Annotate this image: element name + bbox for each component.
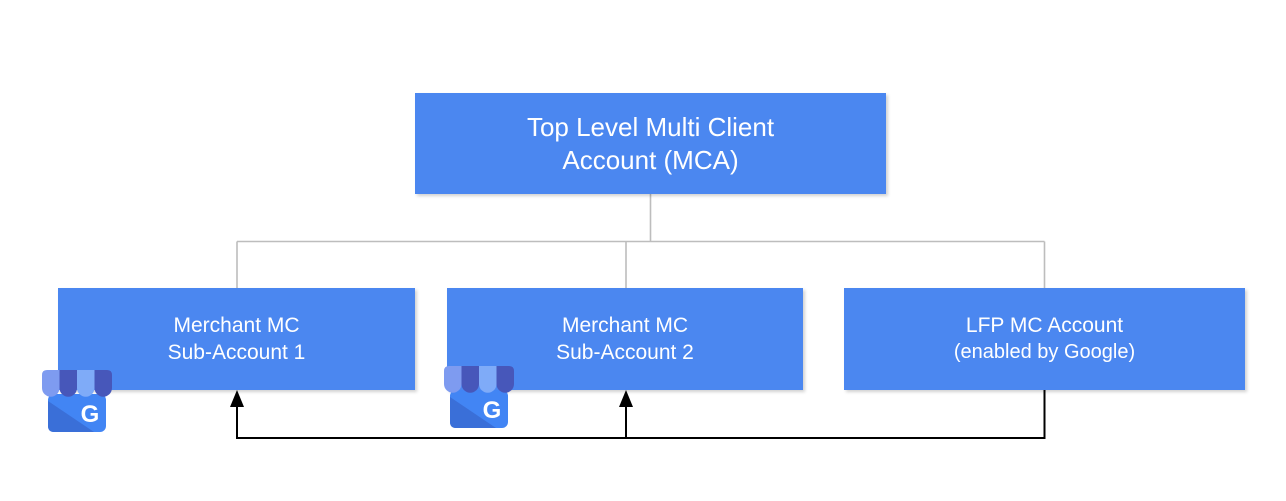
node-sub2-line2: Sub-Account 2	[556, 341, 694, 364]
node-top-level-mca-line2: Account (MCA)	[562, 144, 739, 175]
node-top-level-mca: Top Level Multi Client Account (MCA)	[415, 93, 886, 194]
storefront-shade	[48, 401, 94, 432]
arrowhead-sub2	[619, 390, 633, 407]
awning-stripe-1	[444, 366, 462, 393]
node-lfp-line2: (enabled by Google)	[953, 341, 1136, 363]
storefront-glyph: G	[42, 370, 112, 432]
arrowhead-sub1	[230, 390, 244, 407]
node-top-level-mca-line1: Top Level Multi Client	[526, 111, 775, 142]
google-my-business-icon: G	[444, 366, 514, 428]
storefront-glyph: G	[444, 366, 514, 428]
awning-stripe-2	[461, 366, 479, 393]
node-sub1-line2: Sub-Account 1	[167, 341, 306, 364]
node-lfp-line1: LFP MC Account	[965, 314, 1124, 337]
node-sub1-line1: Merchant MC	[173, 314, 300, 337]
awning-stripe-3	[479, 366, 497, 393]
awning-stripe-4	[94, 370, 112, 397]
google-g-letter: G	[81, 401, 100, 428]
node-merchant-sub-account-1: Merchant MC Sub-Account 1	[58, 288, 415, 390]
feedback-arrow-path	[236, 390, 1046, 439]
node-sub2-line1: Merchant MC	[561, 314, 689, 337]
storefront-shade	[450, 397, 496, 428]
awning-stripe-3	[77, 370, 95, 397]
google-g-letter: G	[483, 397, 502, 424]
awning-stripe-4	[496, 366, 514, 393]
node-lfp-mc-account: LFP MC Account (enabled by Google)	[844, 288, 1245, 390]
awning-stripe-1	[42, 370, 60, 397]
awning-stripe-2	[59, 370, 77, 397]
google-my-business-icon: G	[42, 370, 112, 432]
